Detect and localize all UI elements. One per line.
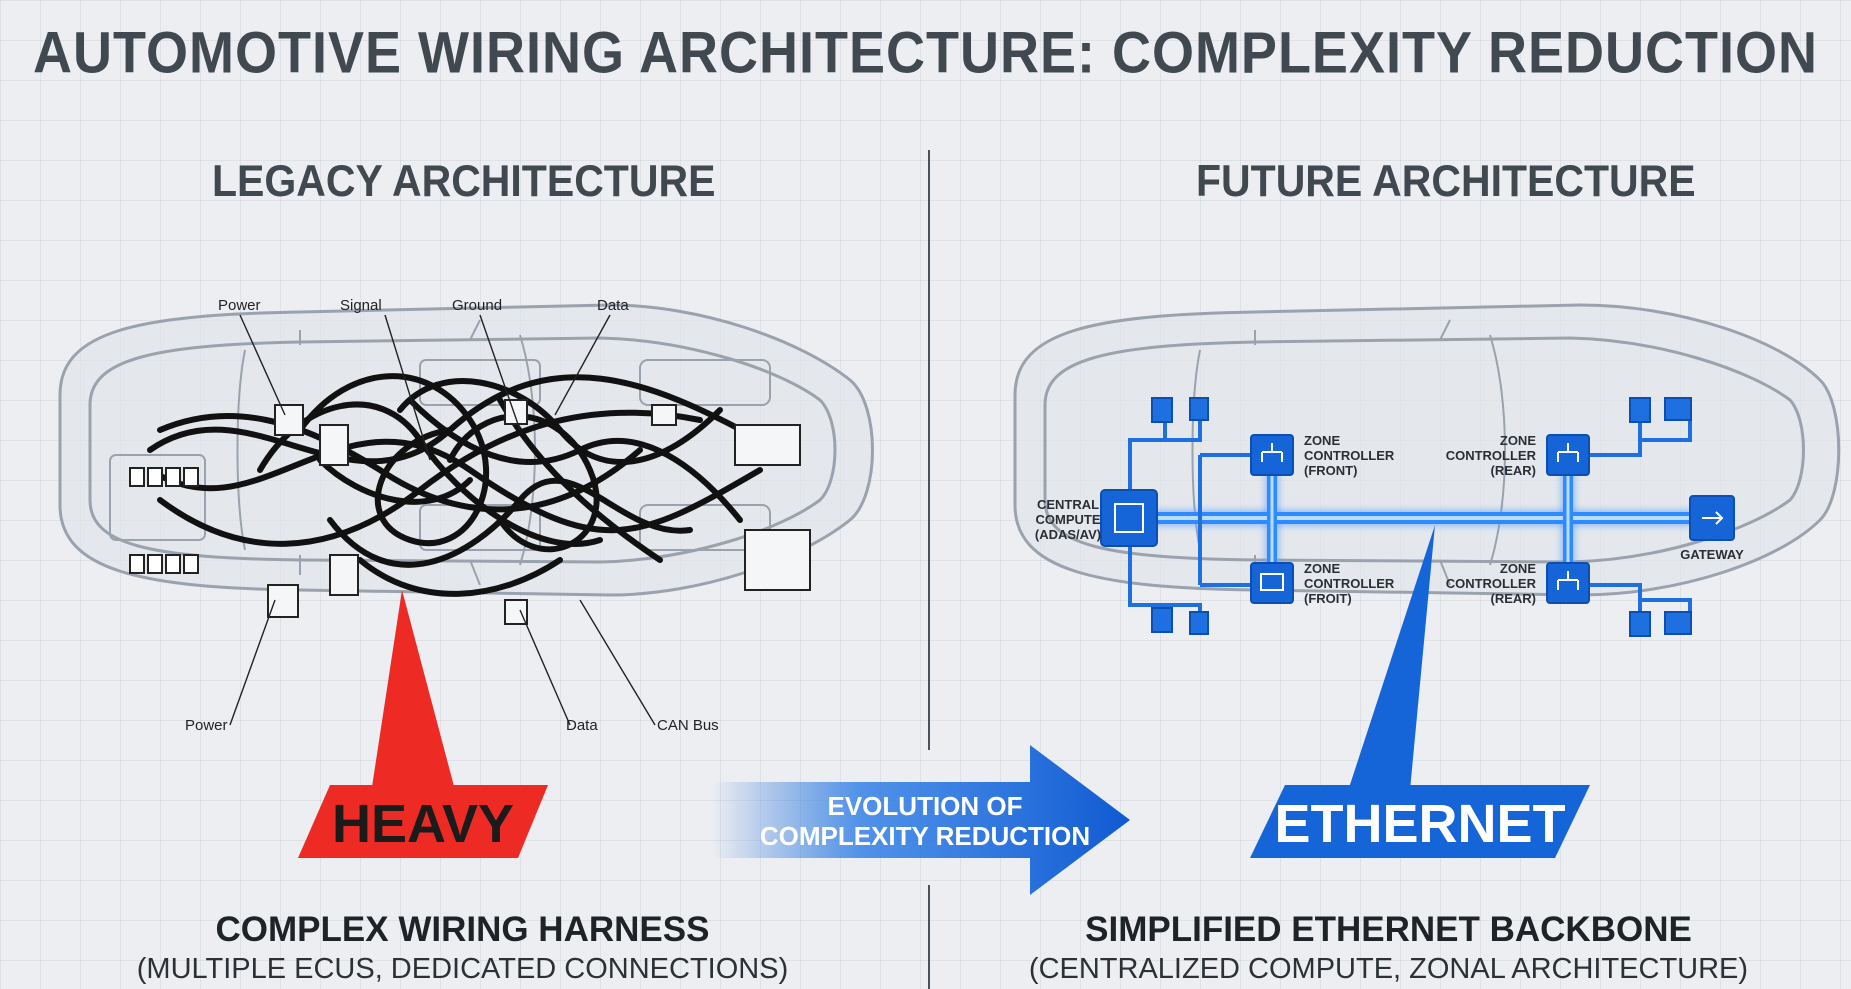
network-glyphs [1260, 443, 1724, 591]
heavy-callout-pointer [370, 590, 455, 800]
label-data-top: Data [597, 297, 629, 314]
zone-controller-front-top-label: ZONE CONTROLLER (FRONT) [1304, 433, 1395, 478]
zone-front-top-network-icon [1250, 434, 1294, 476]
legacy-connectors [129, 467, 199, 574]
svg-text:CONTROLLER: CONTROLLER [1304, 448, 1395, 463]
svg-text:CONTROLLER: CONTROLLER [1446, 448, 1537, 463]
label-can-bus: CAN Bus [657, 717, 719, 734]
svg-text:ZONE: ZONE [1304, 433, 1340, 448]
legacy-car-outline [58, 303, 874, 597]
svg-text:ZONE: ZONE [1304, 561, 1340, 576]
future-caption-subtitle: (CENTRALIZED COMPUTE, ZONAL ARCHITECTURE… [1028, 953, 1749, 985]
ethernet-callout-pointer [1345, 525, 1435, 800]
svg-text:(FRONT): (FRONT) [1304, 463, 1357, 478]
future-section-heading: FUTURE ARCHITECTURE [1196, 156, 1696, 206]
svg-text:(REAR): (REAR) [1491, 591, 1537, 606]
gateway-label: GATEWAY [1680, 547, 1744, 562]
legacy-ecus [267, 399, 811, 625]
zone-front-bottom-icon [1250, 562, 1294, 604]
legacy-caption-title: COMPLEX WIRING HARNESS [215, 910, 710, 949]
svg-text:(ADAS/AV): (ADAS/AV) [1035, 527, 1101, 542]
ethernet-badge [1250, 785, 1590, 858]
svg-text:ZONE: ZONE [1500, 561, 1536, 576]
svg-text:CONTROLLER: CONTROLLER [1446, 576, 1537, 591]
label-ground: Ground [452, 297, 502, 314]
svg-text:CENTRAL: CENTRAL [1037, 497, 1099, 512]
arrow-text-line1: EVOLUTION OF [828, 791, 1023, 821]
zone-controller-front-bottom-label: ZONE CONTROLLER (FROIT) [1304, 561, 1395, 606]
legacy-wiring-harness [147, 373, 763, 597]
label-data-bottom: Data [566, 717, 598, 734]
label-power-bottom: Power [185, 717, 228, 734]
label-signal: Signal [340, 297, 382, 314]
label-power-top: Power [218, 297, 261, 314]
evolution-arrow [712, 745, 1130, 895]
svg-text:ZONE: ZONE [1500, 433, 1536, 448]
central-compute-label: CENTRAL COMPUTE (ADAS/AV) [1035, 497, 1101, 542]
central-compute-chip-icon [1100, 489, 1158, 547]
legacy-leader-lines [229, 314, 656, 726]
heavy-badge-text: HEAVY [332, 794, 514, 854]
page-title: AUTOMOTIVE WIRING ARCHITECTURE: COMPLEXI… [32, 20, 1818, 86]
center-divider-lower [928, 885, 930, 989]
future-caption-title: SIMPLIFIED ETHERNET BACKBONE [1085, 910, 1692, 949]
svg-text:(FROIT): (FROIT) [1304, 591, 1352, 606]
center-divider [928, 150, 930, 750]
legacy-caption-subtitle: (MULTIPLE ECUS, DEDICATED CONNECTIONS) [136, 953, 789, 985]
svg-text:COMPUTE: COMPUTE [1036, 512, 1101, 527]
ethernet-badge-text: ETHERNET [1274, 794, 1565, 854]
zone-controller-rear-top-label: ZONE CONTROLLER (REAR) [1446, 433, 1537, 478]
zone-controller-rear-bottom-label: ZONE CONTROLLER (REAR) [1446, 561, 1537, 606]
svg-text:CONTROLLER: CONTROLLER [1304, 576, 1395, 591]
arrow-text-line2: COMPLEXITY REDUCTION [760, 821, 1090, 851]
zone-rear-top-network-icon [1546, 434, 1590, 476]
legacy-section-heading: LEGACY ARCHITECTURE [212, 156, 716, 206]
svg-text:(REAR): (REAR) [1491, 463, 1537, 478]
zone-rear-bottom-network-icon [1546, 562, 1590, 604]
heavy-badge [298, 785, 548, 858]
